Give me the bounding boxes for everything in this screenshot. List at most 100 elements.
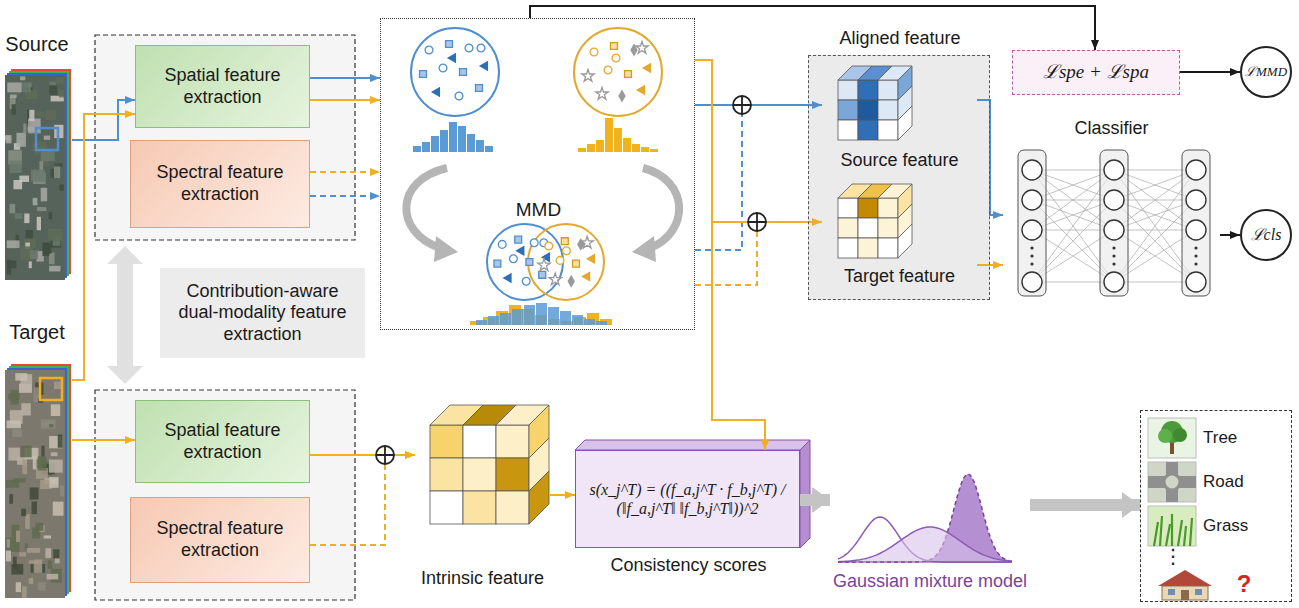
loss-circle: ℒMMD xyxy=(1240,46,1292,98)
sample-points-part xyxy=(515,236,522,243)
connector-arrow xyxy=(310,455,415,545)
remote-sensing-image-part xyxy=(49,424,53,427)
histogram-part xyxy=(578,148,586,152)
sample-points-part xyxy=(581,271,590,282)
remote-sensing-image-part xyxy=(40,378,62,400)
process-box: Spatial feature extraction xyxy=(135,400,310,483)
histogram-part xyxy=(536,303,547,325)
feature-cube-part xyxy=(529,471,549,524)
sample-points-part xyxy=(498,240,506,248)
sample-points-part xyxy=(530,239,538,247)
remote-sensing-image-part xyxy=(45,110,56,120)
histogram-part xyxy=(422,142,430,152)
remote-sensing-image-part xyxy=(22,586,27,597)
histogram-part xyxy=(476,320,487,325)
sum-symbol-part xyxy=(376,446,394,464)
feature-cube-part xyxy=(463,491,496,524)
process-box: Spectral feature extraction xyxy=(130,140,310,228)
connector-arrow xyxy=(1180,71,1240,73)
class-icon-part xyxy=(1154,514,1192,546)
histogram-part xyxy=(596,140,604,152)
connector-arrow xyxy=(72,114,135,380)
mmd-illustration-part xyxy=(411,28,499,116)
remote-sensing-image-part xyxy=(38,456,47,470)
feature-cube-part xyxy=(878,198,898,218)
remote-sensing-image-part xyxy=(32,501,37,514)
network-layers-part xyxy=(1186,190,1206,210)
connector-arrow xyxy=(310,99,380,101)
label-text: Grass xyxy=(1203,517,1287,536)
remote-sensing-image-part xyxy=(16,133,25,147)
sample-points-part xyxy=(567,275,574,288)
connector-arrow xyxy=(695,104,822,106)
label-band: Contribution-aware dual-modality feature… xyxy=(160,268,365,358)
feature-cube-part xyxy=(858,238,878,258)
fusion-feed-lines-part xyxy=(695,231,757,285)
loss-circle: ℒcls xyxy=(1240,209,1292,261)
sample-points-part xyxy=(465,44,473,52)
network-layers-part xyxy=(1186,272,1206,292)
histogram-part xyxy=(641,147,649,152)
feature-cube-part xyxy=(878,66,912,80)
sum-symbol-part xyxy=(748,213,766,231)
histogram-part xyxy=(488,316,499,325)
remote-sensing-image-part xyxy=(35,523,43,531)
remote-sensing-image-part xyxy=(45,548,51,558)
score-box: s(x_j^T) = ((f_a,j^T · f_b,j^T) / (‖f_a,… xyxy=(575,450,800,548)
remote-sensing-image-part xyxy=(13,557,17,569)
mmd-illustration-part xyxy=(406,168,447,248)
remote-sensing-image-part xyxy=(33,456,37,470)
class-icon-part xyxy=(1148,418,1196,458)
label-text: ℒMMD xyxy=(1245,64,1287,80)
feature-cube-part xyxy=(838,218,858,238)
class-icon-part xyxy=(1158,570,1212,586)
label-text: Spectral feature extraction xyxy=(139,518,301,561)
remote-sensing-image-part xyxy=(37,207,47,211)
mmd-illustration xyxy=(406,28,679,300)
class-icon-part xyxy=(1168,589,1175,595)
sample-points-part xyxy=(642,63,651,74)
sample-points-part xyxy=(522,277,530,285)
class-icon-part xyxy=(1181,590,1189,600)
score-box-depth-part xyxy=(575,440,810,450)
remote-sensing-image-part xyxy=(49,86,57,95)
label-text: Target xyxy=(0,320,74,344)
feature-cube-part xyxy=(898,106,912,140)
remote-sensing-image-part xyxy=(47,574,59,580)
feature-cube-part xyxy=(858,80,878,100)
network-layers xyxy=(1018,150,1210,296)
sum-symbol-part xyxy=(748,213,766,231)
feature-cube-part xyxy=(858,198,878,218)
network-layers-part xyxy=(1112,262,1115,265)
sample-points-part xyxy=(515,246,524,257)
remote-sensing-image-part xyxy=(59,90,64,97)
sum-symbol-part xyxy=(733,96,751,114)
network-layers-part xyxy=(1022,160,1042,180)
gaussian-curves-part xyxy=(838,527,1012,562)
connector-arrow xyxy=(695,60,765,450)
output-box: TreeRoadGrass⋮? xyxy=(1140,410,1292,602)
remote-sensing-image-part xyxy=(53,549,59,558)
feature-cube-part xyxy=(878,184,912,198)
remote-sensing-image-part xyxy=(49,460,63,473)
feature-cube-part xyxy=(838,198,858,218)
remote-sensing-image-part xyxy=(12,429,21,437)
connector-arrow xyxy=(72,439,135,441)
network-layers-part xyxy=(1030,262,1033,265)
gaussian-curves xyxy=(838,474,1012,562)
feature-cube-part xyxy=(838,100,858,120)
remote-sensing-image-part xyxy=(58,434,63,447)
remote-sensing-image-part xyxy=(48,229,62,241)
sample-points-part xyxy=(604,66,612,74)
remote-sensing-image-part xyxy=(51,404,60,416)
sample-points-part xyxy=(636,41,648,53)
label-text: ? xyxy=(1227,571,1261,597)
label-text: Gaussian mixture model xyxy=(825,571,1035,593)
remote-sensing-image-part xyxy=(44,535,51,538)
label-text: s(x_j^T) = ((f_a,j^T · f_b,j^T) / (‖f_a,… xyxy=(584,480,791,518)
network-layers-part xyxy=(1022,220,1042,240)
sample-points-part xyxy=(636,85,645,96)
mmd-illustration-part xyxy=(574,28,662,116)
feature-cube-part xyxy=(858,100,878,120)
remote-sensing-image-part xyxy=(20,76,25,80)
